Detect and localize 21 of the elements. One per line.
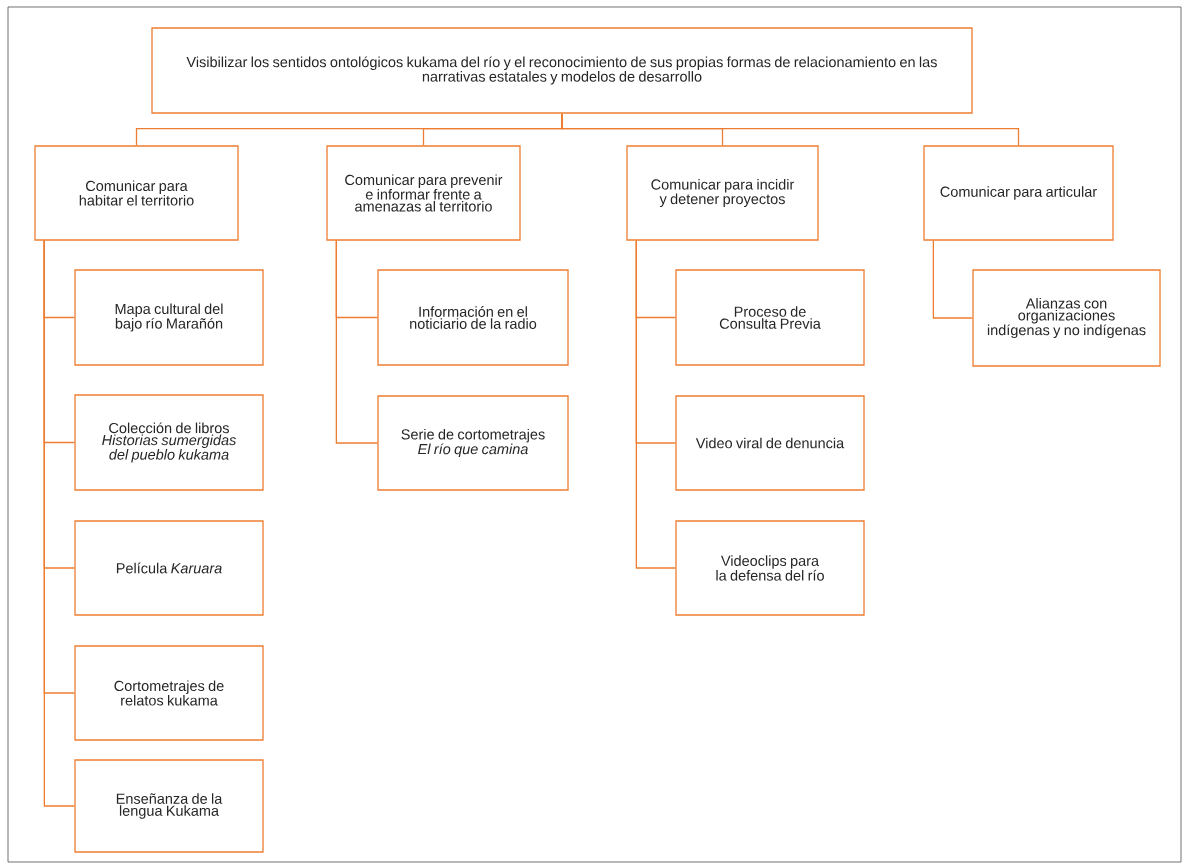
text-box: Proceso de Consulta Previa bbox=[675, 269, 865, 366]
text-box: Película Karuara bbox=[74, 520, 264, 616]
text-box: Videoclips para la defensa del río bbox=[675, 520, 865, 616]
text-box: Enseñanza de la lengua Kukama bbox=[74, 759, 264, 853]
text-box: Serie de cortometrajes El río que camina bbox=[377, 395, 569, 491]
connector-line bbox=[635, 240, 676, 569]
text-box: Video viral de denuncia bbox=[675, 395, 865, 491]
connector-line bbox=[932, 240, 973, 319]
text-box: Alianzas con organizaciones indígenas y no indígenas bbox=[972, 269, 1161, 367]
connector-line bbox=[43, 240, 75, 807]
text-box: Comunicar para incidir y detener proyectos bbox=[626, 145, 819, 241]
text-box: Información en el noticiario de la radio bbox=[377, 269, 569, 366]
connector-line bbox=[561, 113, 1020, 146]
text-box: Cortometrajes de relatos kukama bbox=[74, 645, 264, 741]
text-box: Mapa cultural del bajo río Marañón bbox=[74, 269, 264, 366]
text-box: Comunicar para prevenir e informar frente a amenazas al territorio bbox=[326, 145, 521, 241]
text-box: Comunicar para articular bbox=[923, 145, 1114, 241]
text-box: Comunicar para habitar el territorio bbox=[34, 145, 239, 241]
text-box: Visibilizar los sentidos ontológicos kukama del río y el reconocimiento de sus propias formas de relacionamiento en las narrativas estatales y modelos de desarrollo bbox=[151, 27, 973, 114]
connector-line bbox=[335, 240, 378, 444]
text-box: Colección de libros Historias sumergidas del pueblo kukama bbox=[74, 394, 264, 491]
